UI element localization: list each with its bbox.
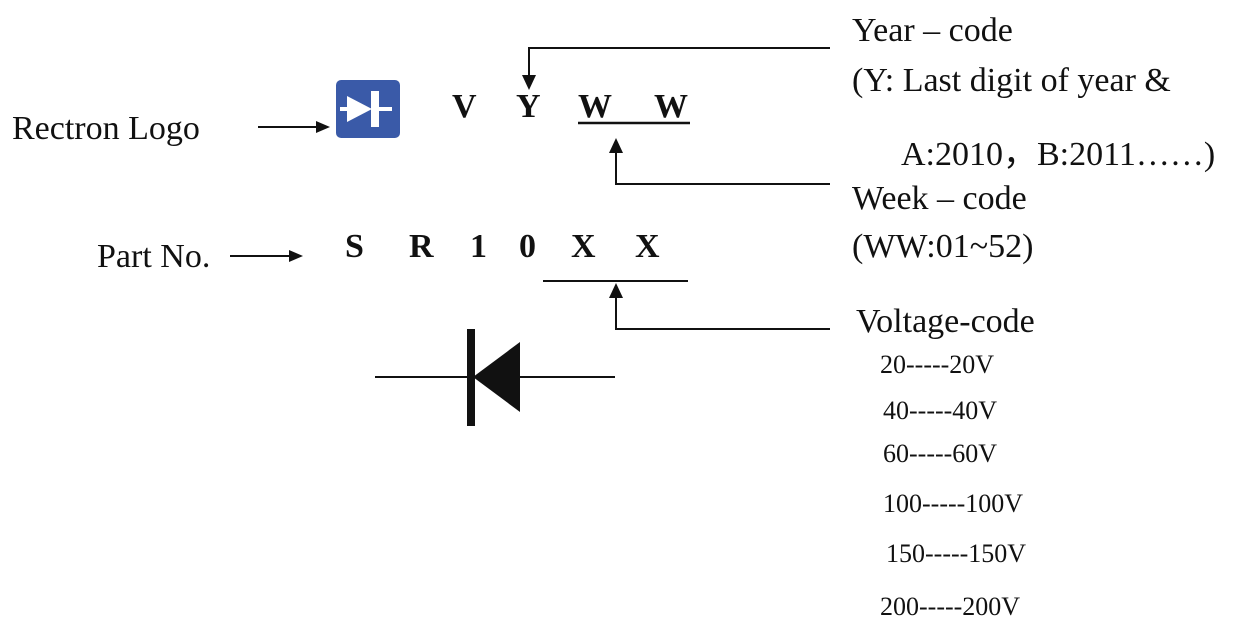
week-code-arrowhead [609, 138, 623, 153]
voltage-entry: 200-----200V [880, 592, 1021, 621]
week-code-range: (WW:01~52) [852, 228, 1034, 265]
voltage-entry: 40-----40V [883, 396, 998, 425]
voltage-entry: 60-----60V [883, 439, 998, 468]
part-no-arrowhead [289, 250, 303, 262]
voltage-entry: 20-----20V [880, 350, 995, 379]
marking-char-v: V [452, 88, 477, 125]
diode-symbol-icon [375, 329, 615, 426]
marking-char-year: Y [516, 88, 541, 125]
year-code-desc-2: A:2010，B:2011……) [901, 136, 1216, 173]
voltage-code-leader [615, 296, 830, 330]
year-code-desc-1: (Y: Last digit of year & [852, 62, 1171, 99]
part-char-r: R [409, 228, 434, 265]
part-char-1: 1 [470, 228, 487, 265]
part-char-s: S [345, 228, 364, 265]
year-code-arrowhead [522, 75, 536, 90]
year-code-title: Year – code [852, 12, 1013, 49]
part-char-x-2: X [635, 228, 660, 265]
week-code-leader [615, 152, 830, 185]
year-code-leader [528, 47, 830, 76]
logo-arrowhead [316, 121, 330, 133]
voltage-entry: 150-----150V [886, 539, 1027, 568]
voltage-code-title: Voltage-code [856, 303, 1035, 340]
logo-label: Rectron Logo [12, 110, 200, 147]
part-no-label: Part No. [97, 238, 211, 275]
week-code-title: Week – code [852, 180, 1027, 217]
voltage-entry: 100-----100V [883, 489, 1024, 518]
marking-char-week-2: W [654, 88, 688, 125]
voltage-code-arrowhead [609, 283, 623, 298]
marking-char-week-1: W [578, 88, 612, 125]
part-char-x-1: X [571, 228, 596, 265]
diode-logo-icon [336, 80, 400, 138]
part-char-0: 0 [519, 228, 536, 265]
